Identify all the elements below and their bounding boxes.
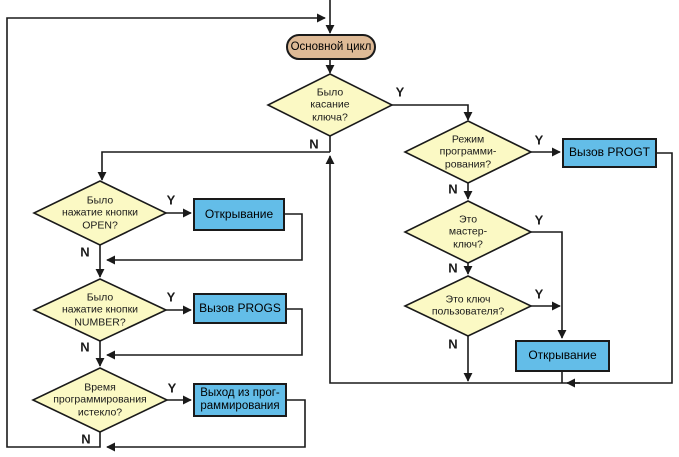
branch-no-key-touch: N [309, 136, 319, 152]
edge-progexit-return [106, 399, 306, 452]
branch-no-prog-time: N [81, 431, 91, 447]
branch-yes-prog-time: Y [167, 380, 177, 396]
process-call-progt: Вызов PROGT [562, 138, 657, 168]
branch-yes-master-key: Y [534, 212, 544, 228]
terminal-main-cycle: Основной цикл [286, 34, 376, 60]
branch-no-user-key: N [448, 336, 458, 352]
branch-yes-user-key: Y [534, 286, 544, 302]
decision-key-touch-shape [266, 73, 394, 137]
edge-loopback-left [6, 13, 326, 448]
branch-no-master-key: N [448, 260, 458, 276]
edge-openleft-return [106, 213, 303, 265]
branch-no-number-btn: N [80, 339, 90, 355]
branch-yes-open-btn: Y [166, 192, 176, 208]
branch-yes-number-btn: Y [166, 289, 176, 305]
branch-yes-prog-mode: Y [534, 132, 544, 148]
edge-progs-return [106, 308, 303, 360]
process-call-progs: Вызов PROGS [193, 293, 287, 324]
edge-masterkey-yes [531, 231, 567, 339]
edge-keytouch-yes [392, 104, 473, 121]
decision-user-key-shape [403, 275, 533, 337]
edge-merge-to-openbtn [97, 151, 330, 181]
branch-no-prog-mode: N [448, 181, 458, 197]
branch-no-open-btn: N [80, 244, 90, 260]
decision-prog-mode-shape [403, 120, 533, 184]
branch-yes-key-touch: Y [395, 84, 405, 100]
decision-prog-time-shape [31, 367, 169, 433]
process-open-right: Открывание [515, 340, 610, 372]
decision-master-key-shape [403, 200, 533, 264]
decision-number-btn-shape [32, 278, 168, 342]
decision-open-btn-shape [32, 180, 168, 246]
process-open-left: Открывание [193, 198, 285, 231]
process-prog-exit: Выход из прог- раммирования [193, 383, 287, 417]
edge-right-branch-return [325, 152, 673, 384]
